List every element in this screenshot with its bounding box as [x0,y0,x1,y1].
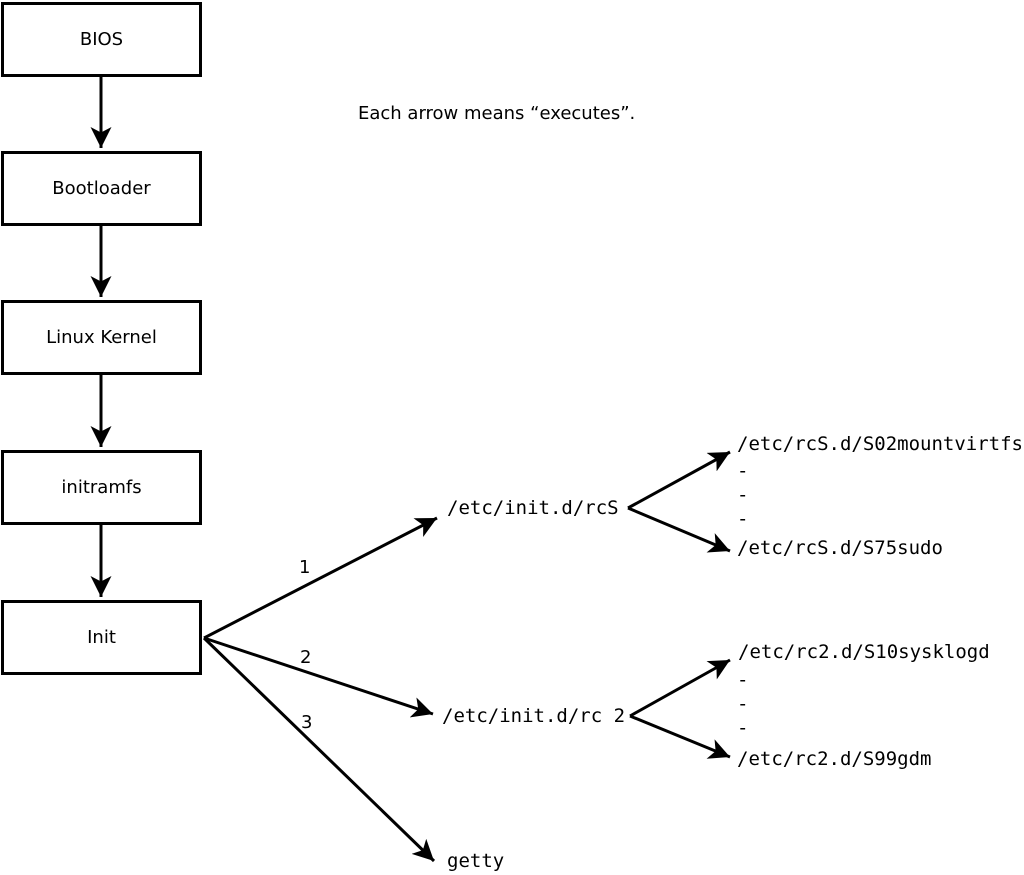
linux-kernel-node: Linux Kernel [1,300,202,375]
arrow-rcs-to-s02 [627,450,731,510]
bootloader-node: Bootloader [1,151,202,226]
rc2-ellipsis-dash-2: - [737,693,749,715]
bios-node: BIOS [1,2,202,77]
branch-order-1: 1 [299,557,311,578]
rc2-script-path: /etc/init.d/rc 2 [442,705,626,727]
init-node: Init [1,600,202,675]
rc2-last-script: /etc/rc2.d/S99gdm [737,748,932,770]
getty-label: getty [447,850,505,872]
rcs-ellipsis-dash-2: - [737,484,749,506]
rcs-first-script: /etc/rcS.d/S02mountvirtfs [737,433,1023,455]
arrow-rc2-to-s10 [629,658,731,718]
bios-label: BIOS [79,29,124,50]
initramfs-label: initramfs [61,477,142,498]
rcs-last-script: /etc/rcS.d/S75sudo [737,537,943,559]
arrow-init-to-getty [202,636,436,863]
initramfs-node: initramfs [1,450,202,525]
rc2-ellipsis-dash-1: - [737,669,749,691]
rc2-first-script: /etc/rc2.d/S10sysklogd [738,641,990,663]
init-label: Init [87,627,116,648]
rcs-script-path: /etc/init.d/rcS [447,497,619,519]
branch-order-2: 2 [300,647,312,668]
arrow-rcs-to-s75 [627,506,731,553]
rcs-ellipsis-dash-3: - [737,508,749,530]
rcs-ellipsis-dash-1: - [737,460,749,482]
arrow-rc2-to-s99 [629,714,731,759]
legend-annotation: Each arrow means “executes”. [358,103,636,124]
rc2-ellipsis-dash-3: - [737,717,749,739]
arrow-init-to-rcs [203,516,438,640]
linux-kernel-label: Linux Kernel [46,327,157,348]
bootloader-label: Bootloader [52,178,151,199]
branch-order-3: 3 [301,712,313,733]
arrow-init-to-rc2 [203,636,434,718]
